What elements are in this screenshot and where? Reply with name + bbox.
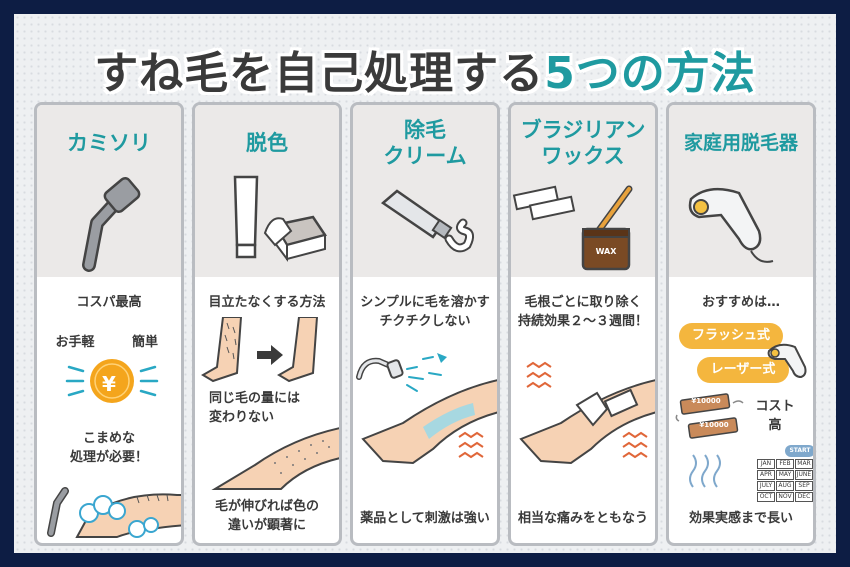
before-after-legs-illustration — [201, 317, 319, 383]
heading-line: 家庭用脱毛器 — [683, 132, 798, 154]
column-heading: カミソリ — [37, 113, 181, 173]
heading-line: 除毛 — [404, 118, 446, 142]
razor-icon — [82, 176, 141, 272]
calendar-month: AUG — [776, 481, 794, 491]
column-heading: ブラジリアン ワックス — [511, 113, 655, 173]
calendar-month: DEC — [795, 492, 813, 502]
note-mid-line-2: 変わりない — [209, 410, 275, 425]
calendar-month: MAY — [776, 470, 794, 480]
hair-removal-device-icon — [688, 187, 774, 263]
column-wax: ブラジリアン ワックス WAX 毛根ごとに取り除く 持続効果２～３週間！ — [508, 102, 658, 546]
calendar-month: SEP — [795, 481, 813, 491]
calendar-grid: JAN FEB MAR APR MAY JUNE JULY AUG SEP OC… — [757, 459, 813, 502]
device-illustration — [669, 173, 813, 277]
calendar-month: JAN — [757, 459, 775, 469]
column-body: コスパ最高 お手軽 簡単 ¥ こまめな 処理が必要！ — [37, 277, 181, 543]
calendar-month: NOV — [776, 492, 794, 502]
column-bleaching: 脱色 目立たなくする方法 同じ毛の量には 変わりない — [192, 102, 342, 546]
calendar-month: APR — [757, 470, 775, 480]
note-bottom: 相当な痛みをともなう — [517, 511, 648, 526]
column-heading: 家庭用脱毛器 — [669, 113, 813, 173]
column-body: おすすめは… フラッシュ式 レーザー式 ¥10000 ¥10000 コスト 高 … — [669, 277, 813, 543]
heading-line: カミソリ — [67, 131, 151, 155]
cost-label: コスト — [755, 399, 795, 414]
calendar-month: JUNE — [795, 470, 813, 480]
wax-illustration: WAX — [511, 173, 655, 277]
column-body: 毛根ごとに取り除く 持続効果２～３週間！ 相当な痛みをともなう — [511, 277, 655, 543]
note-bottom-line-1: 毛が伸びれば色の — [214, 499, 319, 514]
laser-type-badge: レーザー式 — [697, 357, 789, 383]
calendar-month: MAR — [795, 459, 813, 469]
small-device-icon — [767, 343, 807, 379]
heading-line: ワックス — [541, 144, 625, 168]
money-bills-icon — [675, 393, 744, 439]
bill-label-2: ¥10000 — [699, 421, 729, 429]
column-top-panel — [353, 105, 497, 277]
cream-illustration — [353, 173, 497, 277]
feature-text: おすすめは… — [701, 295, 780, 310]
heading-line: 脱色 — [246, 131, 288, 155]
column-top-panel — [669, 105, 813, 277]
column-razor: カミソリ コスパ最高 お手軽 簡単 ¥ こまめな 処理が必要！ — [34, 102, 184, 546]
label-simple: 簡単 — [131, 335, 158, 350]
jar-label: WAX — [595, 247, 617, 256]
note-line-1: こまめな — [82, 431, 135, 446]
razor-illustration — [37, 173, 181, 277]
flash-type-badge: フラッシュ式 — [679, 323, 783, 349]
column-body: シンプルに毛を溶かす チクチクしない 薬品として刺激は強い — [353, 277, 497, 543]
column-body: 目立たなくする方法 同じ毛の量には 変わりない 毛が伸びれば色の 違いが顕著に — [195, 277, 339, 543]
calendar-month: JULY — [757, 481, 775, 491]
calendar-start-badge: START — [785, 445, 813, 457]
note-line-2: 処理が必要！ — [69, 450, 148, 465]
calendar-month: FEB — [776, 459, 794, 469]
title-part1: すね毛を自己処理する — [94, 48, 545, 99]
feature-line-2: チクチクしない — [379, 314, 471, 329]
bleach-illustration — [195, 173, 339, 277]
label-easy: お手軽 — [55, 335, 95, 350]
heading-line: クリーム — [383, 144, 467, 168]
feature-line-1: 毛根ごとに取り除く — [524, 295, 642, 310]
page-title: すね毛を自己処理する 5つの方法 — [14, 38, 836, 100]
column-cream: 除毛 クリーム シンプルに毛を溶かす チクチクしない — [350, 102, 500, 546]
calendar-month: OCT — [757, 492, 775, 502]
note-mid-line-1: 同じ毛の量には — [209, 391, 301, 406]
feature-text: 目立たなくする方法 — [208, 295, 326, 310]
shower-leg-illustration — [356, 353, 497, 465]
heading-line: ブラジリアン — [520, 118, 646, 142]
note-bottom: 効果実感まで長い — [688, 511, 793, 526]
feature-line-1: シンプルに毛を溶かす — [360, 295, 490, 310]
feature-line-2: 持続効果２～３週間！ — [517, 314, 648, 329]
column-heading: 除毛 クリーム — [353, 113, 497, 173]
bleached-leg-illustration — [211, 427, 339, 490]
infographic-board: すね毛を自己処理する 5つの方法 カミソリ コスパ最高 お手軽 簡単 — [14, 14, 836, 553]
column-home-device: 家庭用脱毛器 おすすめは… フラッシュ式 レーザー式 ¥10000 ¥1 — [666, 102, 816, 546]
cream-tube-icon — [380, 189, 475, 253]
bleach-tube-icon — [233, 175, 328, 262]
coin-icon — [65, 359, 159, 403]
coin-symbol: ¥ — [102, 372, 116, 396]
shaving-leg-illustration — [47, 487, 181, 538]
bill-label-1: ¥10000 — [691, 397, 721, 405]
cost-level: 高 — [768, 418, 782, 433]
title-part2: 5つの方法 — [544, 48, 756, 99]
note-bottom-line-2: 違いが顕著に — [227, 518, 306, 533]
note-bottom: 薬品として刺激は強い — [360, 511, 490, 526]
feature-text: コスパ最高 — [76, 295, 142, 310]
wax-jar-icon — [512, 185, 633, 271]
wax-leg-illustration — [519, 361, 655, 465]
column-heading: 脱色 — [195, 113, 339, 173]
heat-waves-icon — [689, 454, 721, 488]
